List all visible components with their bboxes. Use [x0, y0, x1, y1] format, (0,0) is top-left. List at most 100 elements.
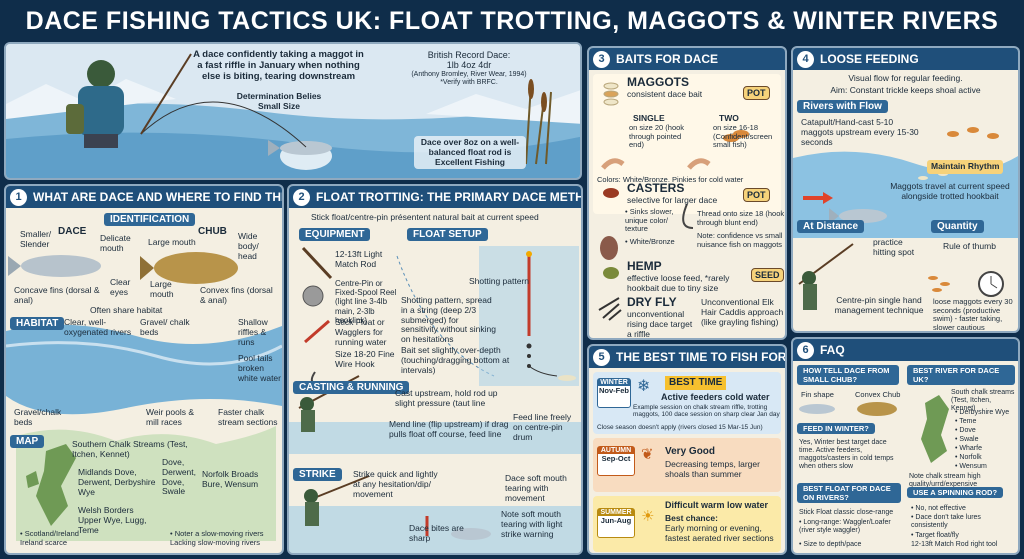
- chub-label: CHUB: [198, 226, 227, 237]
- hemp-title: HEMP: [627, 259, 662, 273]
- uk-map-icon: [36, 444, 76, 526]
- record-verify: *Verify with BRFC.: [440, 78, 498, 86]
- summer-title: Difficult warm low water: [665, 500, 769, 510]
- chub-note-1: Large mouth: [148, 237, 196, 247]
- summer-best: Best chance:: [665, 513, 718, 523]
- faq-q5-answer-2: • Dace don't take lures consistently: [911, 514, 981, 530]
- summer-note: Early morning or evening, fastest aerate…: [665, 523, 774, 543]
- dace-icon: [21, 255, 101, 277]
- chub-note-2: Wide body/ head: [238, 231, 259, 261]
- hemp-sub: effective loose feed, *rarely hookbait d…: [627, 273, 730, 293]
- maggots-pot-badge: POT: [743, 86, 770, 100]
- faq-q5: USE A SPINNING ROD?: [907, 487, 1004, 498]
- winter-title: Active feeders cold water: [661, 392, 770, 402]
- strike-label: STRIKE: [293, 468, 342, 481]
- shotting-label: Shotting pattern: [469, 276, 530, 286]
- excellent-label: Dace over 8oz on a well-balanced float r…: [414, 136, 526, 170]
- quantity-label: Quantity: [931, 220, 984, 233]
- dace-label: DACE: [58, 226, 87, 237]
- loose-intro-2: Aim: Constant trickle keeps shoal active: [830, 85, 981, 95]
- chub-note-3: Large mouth: [150, 279, 174, 299]
- single-note: on size 20 (hook through pointed end): [629, 123, 685, 150]
- casting-note-1: Cast upstream, hold rod up slight pressu…: [395, 388, 498, 408]
- strike-note-3: Dace soft mouth tearing with movement: [505, 473, 567, 503]
- dace-note-4: Concave fins (dorsal & anal): [14, 285, 100, 305]
- casters-sub: selective for larger dace: [627, 195, 718, 205]
- map-note-7: • Noter a slow-moving rivers Lacking slo…: [170, 529, 264, 547]
- faq-q2: FEED IN WINTER?: [797, 423, 875, 434]
- loose-intro-1: Visual flow for regular feeding.: [848, 73, 963, 83]
- faq-q4-answer-3: • Teme: [955, 418, 977, 425]
- reel-icon: [302, 285, 324, 307]
- maintain-rhythm: Maintain Rhythm: [927, 160, 1004, 174]
- dace-note-2: Delicate mouth: [100, 233, 131, 253]
- identification-label: IDENTIFICATION: [104, 213, 196, 226]
- uk-map-icon-faq: [921, 395, 949, 463]
- faq-q3: BEST FLOAT FOR DACE ON RIVERS?: [797, 483, 901, 503]
- map-note-3: Dove, Derwent, Dove, Swale: [162, 457, 197, 497]
- faq-q4-answer-7: • Norfolk: [955, 454, 982, 461]
- chub-icon: [154, 252, 238, 284]
- float-setup-illustration: [289, 246, 581, 553]
- faq-q3-answer-3: • Size to depth/pace: [799, 541, 862, 548]
- equipment-reel: Centre-Pin or Fixed-Spool Reel (light li…: [335, 279, 397, 325]
- faq-q4: BEST RIVER FOR DACE UK?: [907, 365, 1015, 385]
- casters-thread: Thread onto size 18 (hook through blunt …: [697, 209, 785, 227]
- winter-calendar-icon: WINTER Nov-Feb: [597, 378, 631, 408]
- quantity-note: loose maggots every 30 seconds (producti…: [933, 297, 1013, 332]
- faq-q3-answer-2: • Long-range: Waggler/Loafer (river styl…: [799, 519, 891, 535]
- equipment-float: Stick Float or Wagglers for running wate…: [335, 317, 387, 347]
- equipment-hook: Size 18-20 Fine Wire Hook: [335, 349, 395, 369]
- rivers-flow-label: Rivers with Flow: [797, 100, 888, 113]
- casters-note-2: • White/Bronze: [625, 237, 675, 246]
- autumn-note: Decreasing temps, larger shoals than sum…: [665, 459, 760, 479]
- record-weight: 1lb 4oz 4dr: [446, 60, 492, 71]
- faq-illustration: [799, 395, 949, 463]
- habitat-note-2: Gravel/ chalk beds: [140, 317, 190, 337]
- habitat-note-4: Pool tails broken white water: [238, 353, 281, 383]
- map-label: MAP: [10, 435, 45, 448]
- map-note-4: Norfolk Broads Bure, Wensum: [202, 469, 259, 489]
- record-box: British Record Dace: 1lb 4oz 4dr (Anthon…: [394, 50, 544, 87]
- summer-calendar-icon: SUMMER Jun-Aug: [597, 508, 635, 538]
- dry-fly-note: Unconventional Elk Hair Caddis approach …: [701, 297, 784, 327]
- habitat-note-5: Gravel/chalk beds: [14, 407, 62, 427]
- dace-fish-icon: [280, 141, 332, 155]
- float-setup-label: FLOAT SETUP: [407, 228, 488, 241]
- faq-q1: HOW TELL DACE FROM SMALL CHUB?: [797, 365, 899, 385]
- faq-q1-convex: Convex Chub: [855, 390, 901, 399]
- maggots-title: MAGGOTS: [627, 75, 689, 89]
- casting-note-3: Feed line freely on centre-pin drum: [513, 412, 572, 442]
- faq-q4-answer-1: South chalk streams (Test, Itchen, Kenne…: [951, 389, 1015, 413]
- map-note-1: Southern Chalk Streams (Test, Itchen, Ke…: [72, 439, 188, 459]
- map-note-6: • Scotland/Ireland Ireland scarce: [20, 529, 79, 547]
- dry-fly-title: DRY FLY: [627, 295, 677, 309]
- casters-note: Note: confidence vs small nuisance fish …: [697, 231, 783, 249]
- determination-label: Determination Belies Small Size: [236, 91, 322, 111]
- faq-q4-answer-2: • Derbyshire Wye: [955, 409, 1010, 416]
- faq-q3-answer-1: Stick Float classic close-range: [799, 509, 894, 516]
- dry-fly-sub: unconventional rising dace target a riff…: [627, 309, 693, 339]
- map-note-5: Welsh Borders Upper Wye, Lugg, Teme: [78, 505, 147, 535]
- rule-note: Rule of thumb: [943, 241, 996, 251]
- fish-identification-illustration: [6, 252, 282, 541]
- seed-badge: SEED: [751, 268, 784, 282]
- faq-q5-answer-3: • Target float/fly: [911, 532, 959, 539]
- maggots-sub: consistent dace bait: [627, 89, 703, 99]
- hero-panel: A dace confidently taking a maggot in a …: [4, 42, 582, 180]
- two-label: TWO: [719, 113, 739, 123]
- faq-q5-answer-1: • No, not effective: [911, 505, 966, 512]
- casters-note-1: • Sinks slower, unique color/ texture: [625, 207, 674, 234]
- best-time-badge: BEST TIME: [665, 376, 727, 390]
- at-distance-label: At Distance: [797, 220, 865, 233]
- habitat-note-1: Clear, well-oxygenated rivers: [64, 317, 132, 337]
- autumn-calendar-icon: AUTUMN Sep-Oct: [597, 446, 635, 476]
